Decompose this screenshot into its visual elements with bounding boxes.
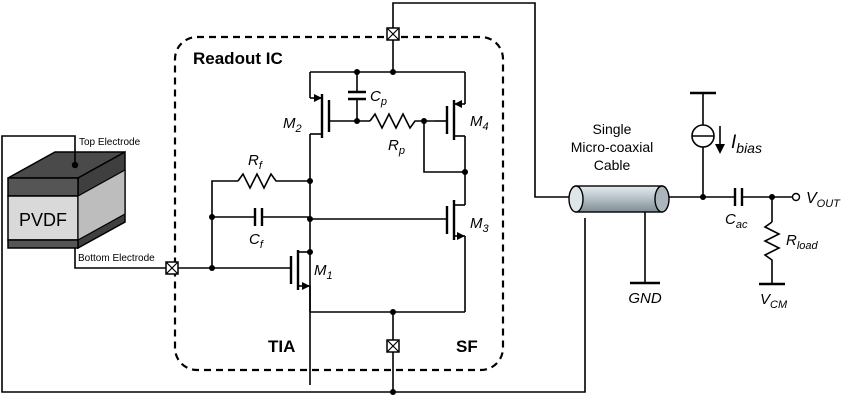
rload-label: Rload bbox=[786, 232, 819, 252]
transistor-m4 bbox=[435, 72, 466, 205]
cable-label-line2: Micro-coaxial bbox=[571, 139, 653, 155]
ibias-arrow-icon bbox=[715, 144, 725, 154]
rp-label: Rp bbox=[388, 137, 405, 157]
cac-label: Cac bbox=[725, 211, 748, 231]
m2-label: M2 bbox=[283, 115, 302, 135]
vout-label: VOUT bbox=[806, 190, 841, 210]
tia-label: TIA bbox=[268, 337, 295, 356]
transistor-m3 bbox=[445, 200, 466, 312]
readout-ic-boundary bbox=[173, 35, 505, 372]
sf-label: SF bbox=[456, 337, 478, 356]
capacitor-cf bbox=[253, 208, 264, 226]
pad-input bbox=[165, 261, 179, 275]
resistor-rf bbox=[237, 172, 310, 190]
cp-label: Cp bbox=[370, 88, 387, 108]
cable-label-line1: Single bbox=[593, 121, 632, 137]
m4-label: M4 bbox=[470, 113, 489, 133]
cable-label-line3: Cable bbox=[594, 157, 631, 173]
bottom-electrode-label: Bottom Electrode bbox=[78, 253, 155, 264]
vout-terminal bbox=[791, 192, 801, 202]
cf-label: Cf bbox=[249, 231, 264, 251]
pad-ground bbox=[386, 339, 400, 353]
micro-coaxial-cable bbox=[568, 185, 670, 213]
pvdf-label: PVDF bbox=[19, 210, 67, 230]
vcm-label: VCM bbox=[760, 291, 788, 311]
pvdf-sensor: PVDF bbox=[7, 150, 126, 250]
capacitor-cp bbox=[348, 72, 366, 121]
current-source-ibias bbox=[691, 124, 715, 148]
ibias-label: Ibias bbox=[731, 132, 762, 156]
pad-vdd bbox=[386, 27, 400, 41]
gnd-label: GND bbox=[628, 290, 662, 307]
resistor-rp bbox=[369, 112, 435, 130]
m3-label: M3 bbox=[470, 215, 490, 235]
rf-label: Rf bbox=[248, 152, 263, 172]
capacitor-cac bbox=[733, 188, 744, 206]
top-electrode-label: Top Electrode bbox=[79, 137, 141, 148]
transistor-m1 bbox=[289, 250, 310, 290]
resistor-rload bbox=[763, 221, 781, 283]
transistor-m2 bbox=[309, 72, 331, 385]
m1-label: M1 bbox=[314, 262, 333, 282]
readout-ic-title: Readout IC bbox=[193, 49, 283, 68]
